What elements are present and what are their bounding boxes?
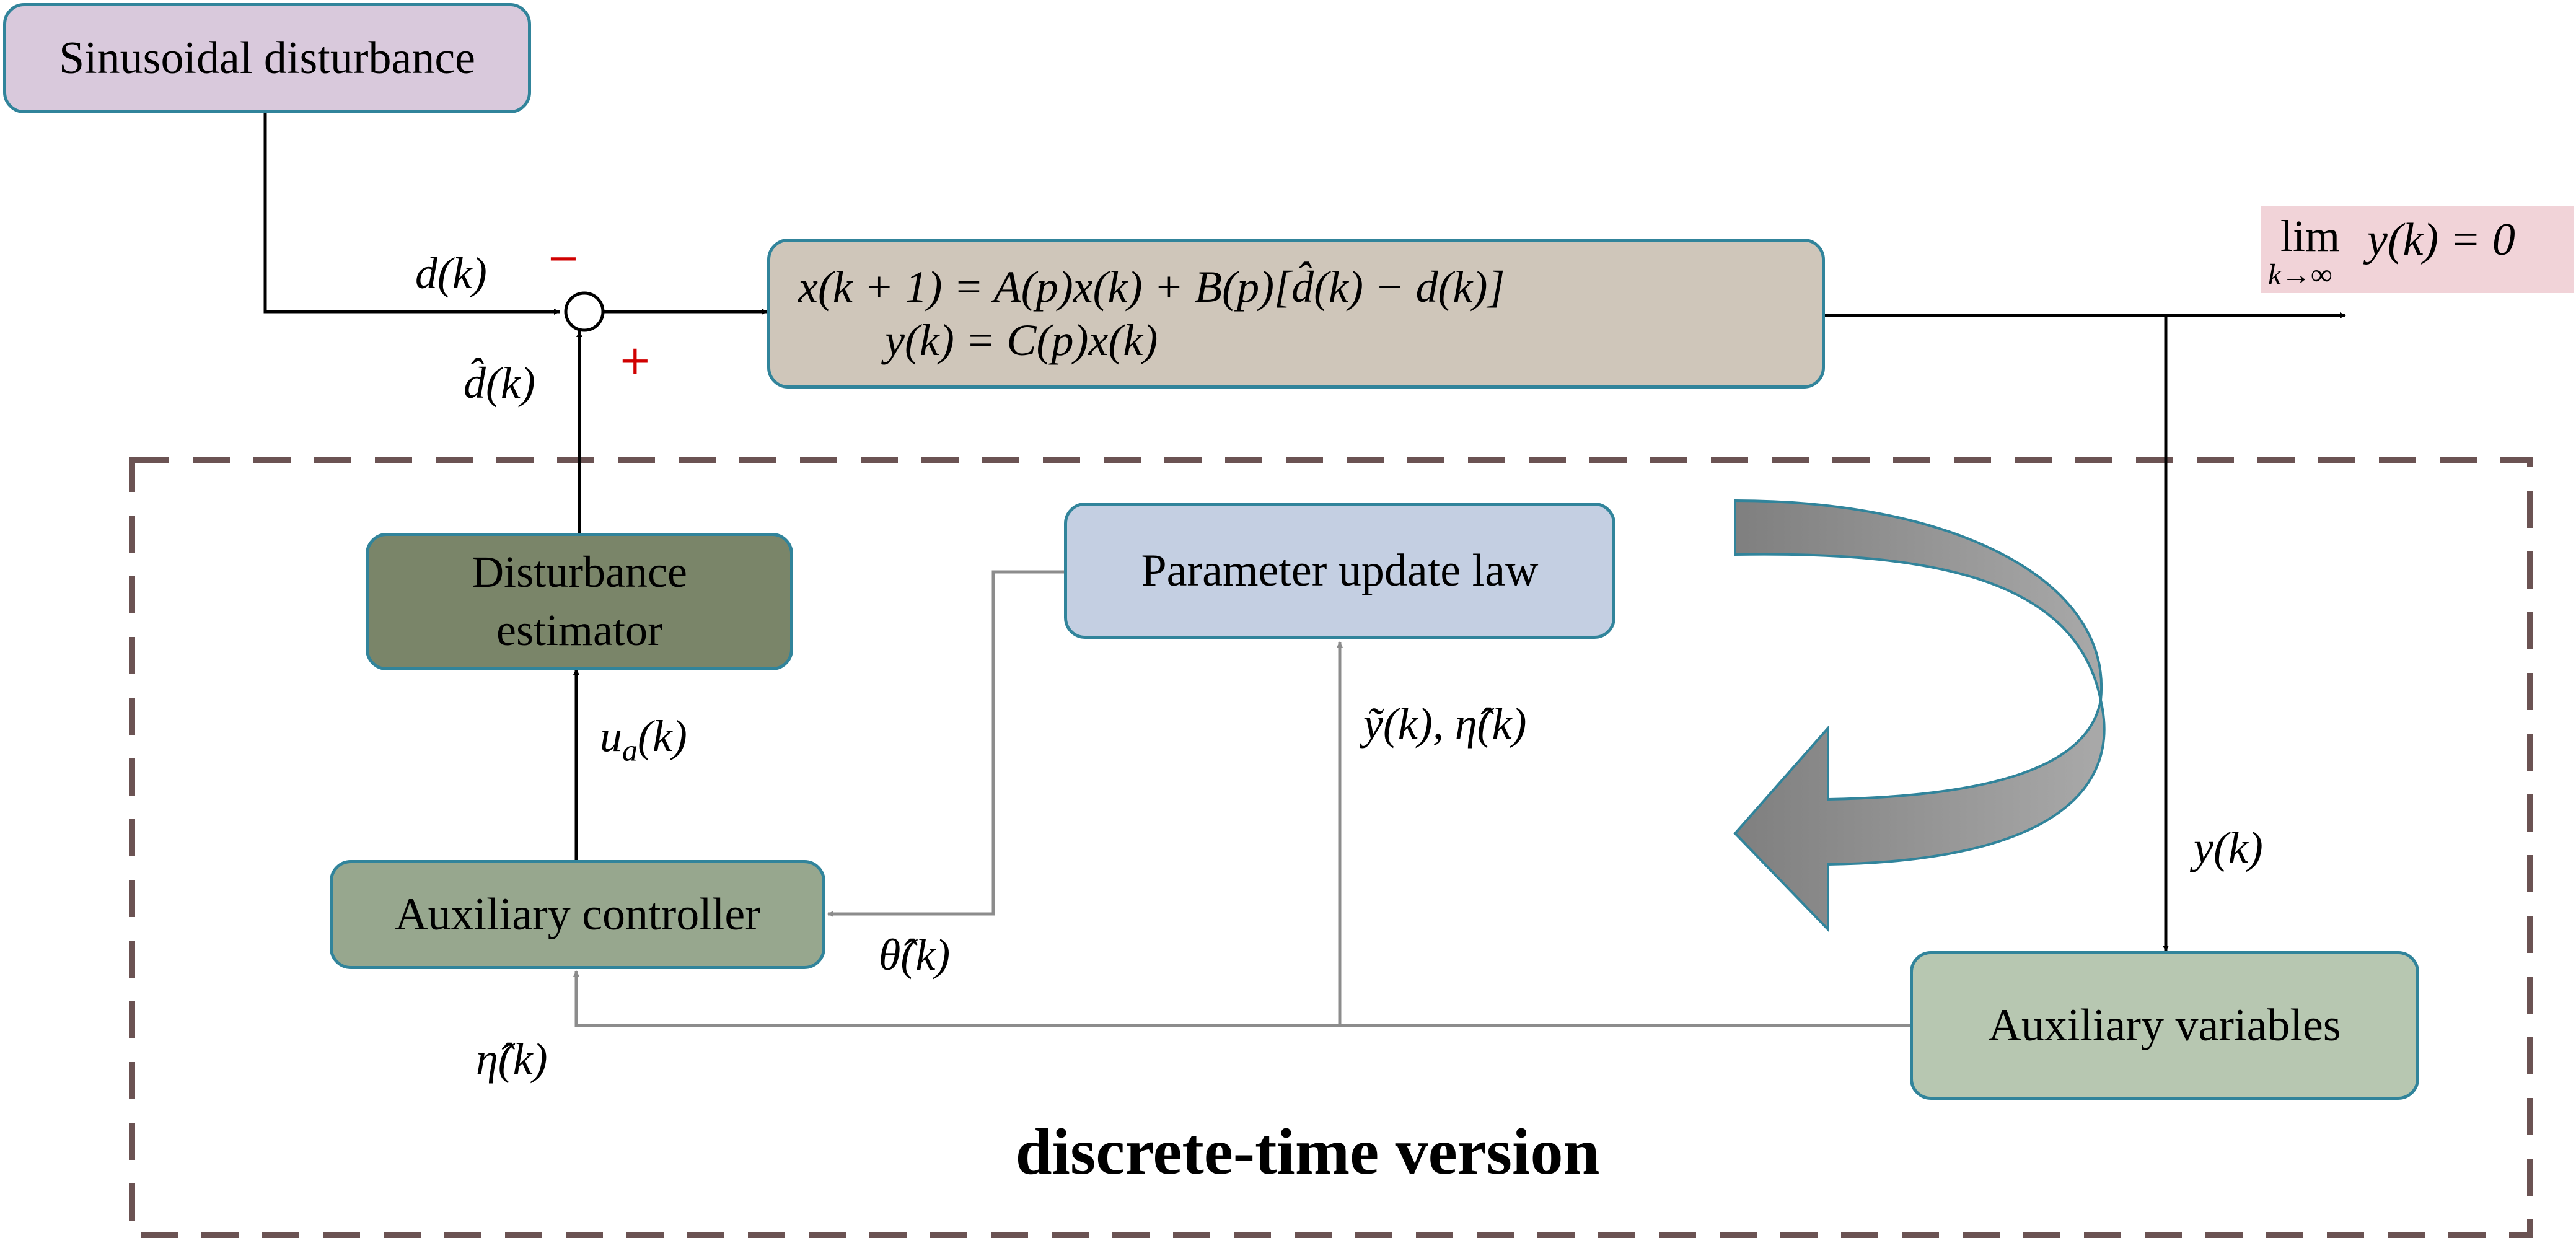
u-a-subscript: a: [622, 732, 638, 768]
disturbance-path: [263, 110, 560, 315]
update-law-to-controller-path: [827, 570, 1064, 917]
output-goal-box: [2261, 206, 2574, 293]
signal-theta-hat-label: θ̂(k): [879, 930, 951, 980]
u-a-tail: (k): [638, 711, 687, 761]
signal-d-hat-label: d̂(k): [464, 358, 535, 408]
auxiliary-controller-block: Auxiliary controller: [330, 860, 825, 969]
signal-y-label: y(k): [2194, 823, 2263, 872]
output-goal-subscript: k→∞: [2268, 258, 2332, 291]
signal-y-tilde-eta-hat-label: ỹ(k), η̂(k): [1363, 699, 1527, 749]
u-a-base: u: [600, 711, 622, 761]
junction-plus-sign: +: [618, 338, 652, 384]
plant-output-equation: y(k) = C(p)x(k): [885, 315, 1158, 365]
parameter-update-law-label: Parameter update law: [1141, 545, 1539, 596]
auxiliary-variables-block: Auxiliary variables: [1910, 951, 2419, 1100]
sinusoidal-disturbance-label: Sinusoidal disturbance: [58, 32, 476, 84]
auxiliary-variables-feedback-line: [573, 970, 1910, 1027]
signal-u-a-label: ua(k): [600, 714, 687, 765]
sinusoidal-disturbance-block: Sinusoidal disturbance: [3, 3, 531, 113]
junction-minus-sign: −: [547, 235, 580, 281]
disturbance-estimator-label-line2: estimator: [496, 605, 662, 655]
signal-d-label: d(k): [415, 248, 487, 298]
adaptation-curved-arrow: [1733, 499, 2106, 933]
auxiliary-controller-label: Auxiliary controller: [395, 889, 760, 940]
plant-block: x(k + 1) = A(p)x(k) + B(p)[d̂(k) − d(k)]…: [767, 239, 1825, 389]
signal-eta-hat-label: η̂(k): [476, 1034, 548, 1084]
parameter-update-law-block: Parameter update law: [1064, 503, 1615, 639]
disturbance-estimator-block: Disturbance estimator: [366, 533, 793, 670]
discrete-time-region: [129, 457, 2533, 1238]
output-goal-expression: y(k) = 0: [2367, 214, 2515, 265]
summing-junction: [564, 291, 605, 332]
plant-state-equation: x(k + 1) = A(p)x(k) + B(p)[d̂(k) − d(k)]: [798, 261, 1505, 312]
disturbance-estimator-label-line1: Disturbance: [472, 547, 687, 597]
auxiliary-variables-label: Auxiliary variables: [1988, 999, 2341, 1051]
output-goal-lim: lim: [2280, 211, 2341, 261]
region-label: discrete-time version: [1015, 1115, 1600, 1188]
